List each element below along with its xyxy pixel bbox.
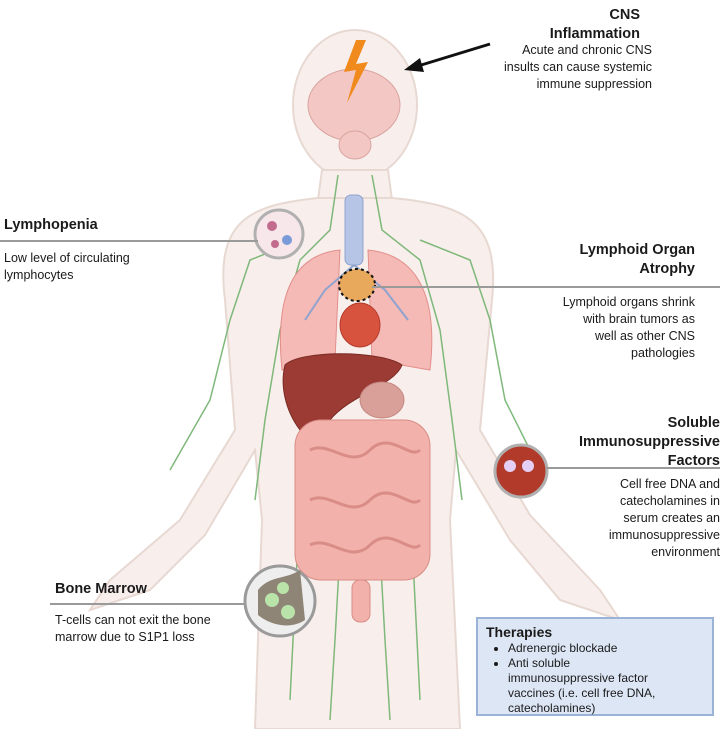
arrow-icon [404,42,491,72]
lymphoid-leader [372,286,720,288]
lymphoid-desc: Lymphoid organs shrink with brain tumors… [562,295,695,360]
lymphopenia-inset [253,208,305,260]
therapies-list: Adrenergic blockade Anti soluble immunos… [486,641,704,716]
lymphopenia-title: Lymphopenia [4,217,98,233]
therapies-title: Therapies [486,624,553,640]
lymphopenia-leader [0,240,258,242]
lightning-icon [344,40,368,103]
soluble-leader [546,467,720,469]
lymphoid-title: Lymphoid Organ Atrophy [579,242,695,277]
soluble-desc: Cell free DNA and catecholamines in seru… [608,477,720,559]
therapy-item: Anti soluble immunosuppressive factor va… [508,656,704,716]
therapy-item: Adrenergic blockade [508,641,704,656]
lymphopenia-desc: Low level of circulating lymphocytes [4,251,130,282]
therapies-box: Therapies Adrenergic blockade Anti solub… [476,617,714,716]
intestines [294,419,431,623]
cns-title: CNS Inflammation [549,7,640,42]
trachea [344,194,364,266]
cns-desc: Acute and chronic CNS insults can cause … [504,43,652,91]
soluble-title: Soluble Immunosuppressive Factors [578,415,720,469]
bone-marrow-leader [50,603,246,605]
thymus-highlight [338,268,376,302]
bone-marrow-desc: T-cells can not exit the bone marrow due… [55,613,211,644]
stomach [359,381,405,419]
heart [339,302,381,348]
bone-marrow-inset [243,564,317,638]
soluble-factors-inset [493,443,549,499]
bone-marrow-title: Bone Marrow [55,581,147,597]
